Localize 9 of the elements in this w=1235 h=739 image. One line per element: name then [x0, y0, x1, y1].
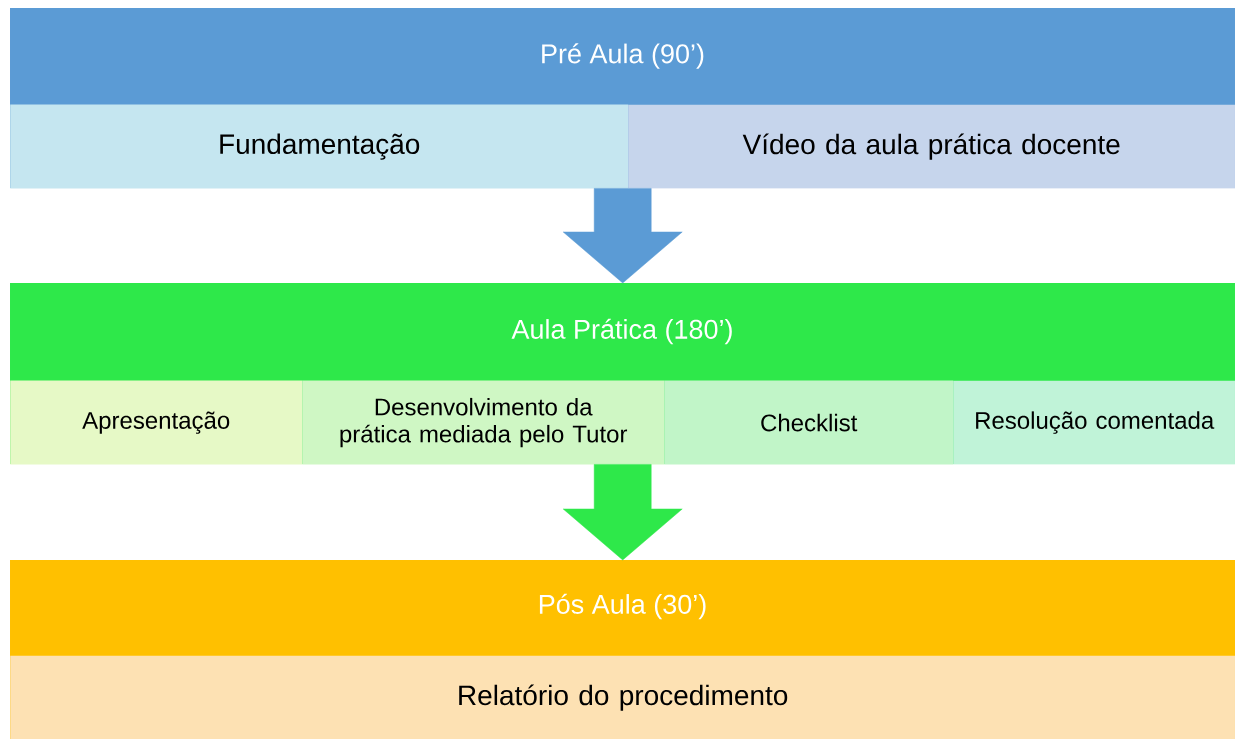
step-box: Resolução comentada	[953, 380, 1235, 465]
step-box: Vídeo da aula prática docente	[628, 104, 1235, 189]
step-box: Fundamentação	[10, 104, 629, 189]
block-arrow	[562, 188, 683, 284]
step-box: Relatório do procedimento	[10, 655, 1235, 739]
step-box: Apresentação	[10, 380, 303, 465]
block-arrow	[562, 464, 683, 561]
step-box: Desenvolvimento da prática mediada pelo Tutor	[302, 380, 665, 465]
step-box: Checklist	[664, 380, 954, 465]
